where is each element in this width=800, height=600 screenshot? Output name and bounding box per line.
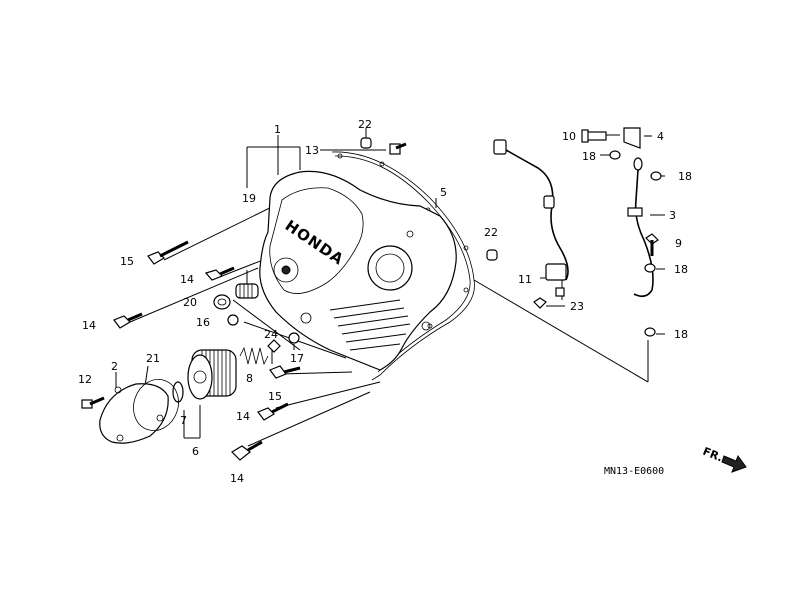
bolt-15-upper: [147, 240, 189, 265]
callout-22-a: 22: [358, 118, 372, 131]
bolt-12: [81, 396, 105, 409]
sensor-harness: [493, 139, 569, 297]
bolt-24: [267, 339, 281, 353]
bolt-14-b: [113, 312, 143, 329]
bolt-13: [389, 142, 407, 155]
dowel-pin-22-b: [486, 249, 498, 261]
callout-15-b: 15: [268, 390, 282, 403]
o-ring-7: [172, 381, 184, 403]
dowel-pin-22-a: [360, 137, 372, 149]
front-direction-label: FR.: [701, 445, 725, 465]
bolt-14-d: [231, 440, 263, 461]
callout-18-d: 18: [674, 328, 688, 341]
callout-15-a: 15: [120, 255, 134, 268]
callout-13: 13: [305, 144, 319, 157]
needle-bearing-19: [235, 283, 259, 299]
bolt-14-a: [204, 266, 235, 281]
callout-2: 2: [111, 360, 118, 373]
callout-14-c: 14: [236, 410, 250, 423]
cover-ribs: [329, 299, 411, 351]
callout-labels: 1 2 3 4 5 6 7 8 9 10 11 12 13 14 14 14 1…: [78, 118, 692, 485]
callout-18-b: 18: [678, 170, 692, 183]
callout-18-a: 18: [582, 150, 596, 163]
callout-9: 9: [675, 237, 682, 250]
callout-14-a: 14: [180, 273, 194, 286]
callout-6: 6: [192, 445, 199, 458]
cover-gasket: [331, 151, 475, 381]
o-ring-21: [133, 379, 179, 431]
callout-22-b: 22: [484, 226, 498, 239]
front-direction-indicator: FR.: [701, 445, 747, 473]
oil-filter-6: [187, 349, 237, 400]
diagram-code: MN13-E0600: [604, 466, 664, 477]
bolt-14-c: [257, 402, 289, 421]
callout-17: 17: [290, 352, 304, 365]
callout-7: 7: [180, 414, 187, 427]
callout-20: 20: [183, 296, 197, 309]
callout-18-c: 18: [674, 263, 688, 276]
washer-16: [227, 314, 239, 326]
callout-5: 5: [440, 186, 447, 199]
oil-filter-spring-8: [239, 346, 269, 366]
callout-8: 8: [246, 372, 253, 385]
callout-16: 16: [196, 316, 210, 329]
bolt-17: [288, 332, 300, 344]
callout-23: 23: [570, 300, 584, 313]
callout-4: 4: [657, 130, 664, 143]
callout-3: 3: [669, 209, 676, 222]
oil-seal-20: [213, 294, 231, 310]
callout-24: 24: [264, 328, 278, 341]
switch-assembly: [581, 127, 662, 337]
callout-10: 10: [562, 130, 576, 143]
callout-11: 11: [518, 273, 532, 286]
callout-14-b: 14: [82, 319, 96, 332]
callout-21: 21: [146, 352, 160, 365]
callout-19: 19: [242, 192, 256, 205]
front-arrow-icon: [721, 454, 747, 473]
callout-14-d: 14: [230, 472, 244, 485]
right-crankcase-cover: HONDA: [259, 170, 457, 371]
bolt-23: [533, 297, 547, 309]
bolt-15-lower: [269, 365, 301, 379]
callout-1: 1: [274, 123, 281, 136]
callout-12: 12: [78, 373, 92, 386]
